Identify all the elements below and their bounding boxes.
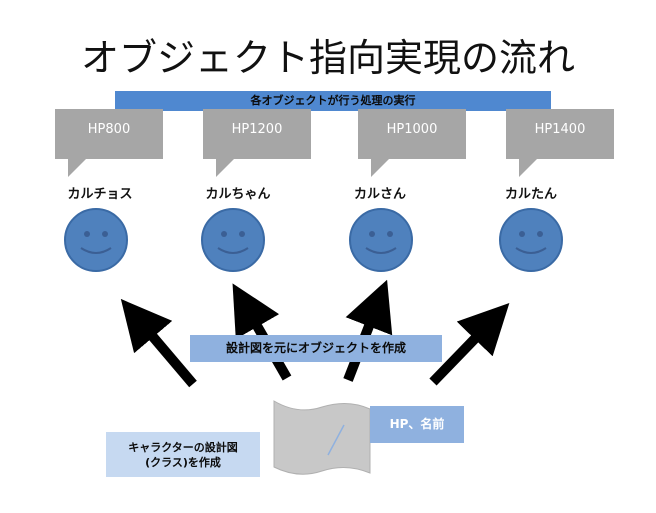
hp-label: HP1000 [386,122,438,137]
character-name-4: カルたん [504,187,557,202]
hp-label: HP1400 [534,122,586,137]
hp-bubble-1: HP800 [55,109,163,177]
arrow-icon [120,298,197,388]
smiley-face-icon [63,207,129,273]
character-name-2: カルちゃん [205,187,271,202]
document-icon [270,395,374,479]
smiley-face-icon [200,207,266,273]
class-attributes-callout: HP、名前 [370,406,464,443]
smiley-face-icon [498,207,564,273]
hp-bubble-2: HP1200 [203,109,311,177]
character-name-1: カルチョス [67,187,133,202]
class-design-box: キャラクターの設計図 (クラス)を作成 [106,432,260,477]
hp-bubble-4: HP1400 [506,109,614,177]
middle-banner: 設計図を元にオブジェクトを作成 [190,335,442,362]
hp-bubble-3: HP1000 [358,109,466,177]
arrow-icon [429,303,510,386]
smiley-face-icon [348,207,414,273]
character-name-3: カルさん [353,187,406,202]
hp-label: HP800 [87,122,131,137]
top-banner: 各オブジェクトが行う処理の実行 [115,91,551,111]
class-box-line-2: (クラス)を作成 [145,455,221,469]
hp-label: HP1200 [231,122,283,137]
class-box-line-1: キャラクターの設計図 [128,440,238,454]
diagram-title: オブジェクト指向実現の流れ [80,36,575,80]
